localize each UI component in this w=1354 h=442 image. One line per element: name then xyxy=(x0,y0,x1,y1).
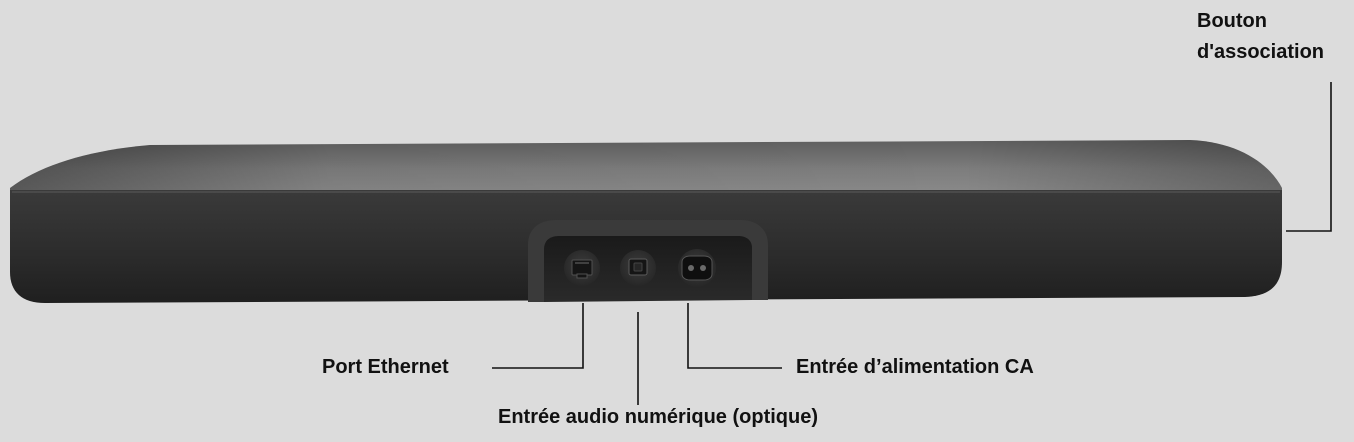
pairing-button-callout: Bouton d'association xyxy=(1197,6,1324,68)
power-input-label: Entrée d’alimentation CA xyxy=(796,356,1034,378)
connector-recess xyxy=(528,220,768,302)
ethernet-port-label: Port Ethernet xyxy=(322,356,449,378)
pairing-button-leader-line xyxy=(1286,82,1332,232)
device-top-shading xyxy=(10,140,1282,198)
ac-power-port xyxy=(678,249,716,287)
ethernet-port xyxy=(564,250,600,286)
power-input-leader-line xyxy=(687,303,782,369)
optical-port xyxy=(620,250,656,286)
pairing-button-label-line2: d'association xyxy=(1197,41,1325,63)
leader-lines xyxy=(492,82,1332,405)
optical-input-label: Entrée audio numérique (optique) xyxy=(498,406,819,428)
ethernet-port-leader-line xyxy=(492,303,584,369)
pairing-button-label-line1: Bouton xyxy=(1197,10,1267,32)
